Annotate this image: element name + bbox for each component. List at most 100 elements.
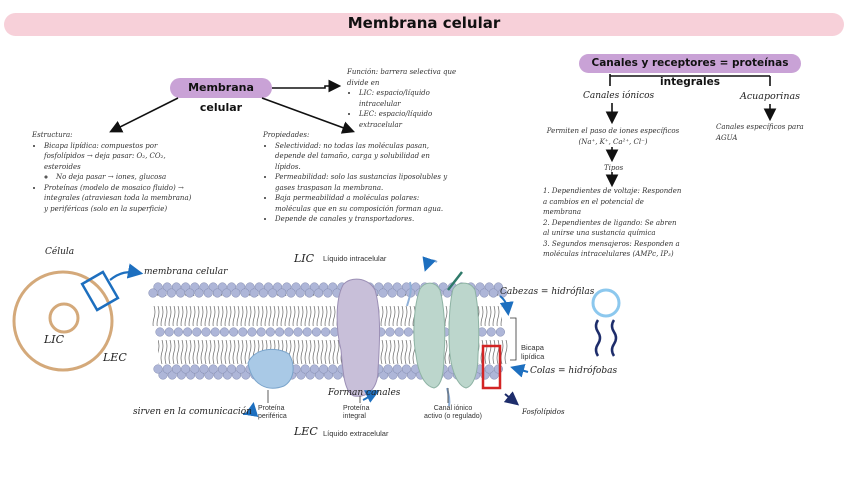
phospholipid-head bbox=[229, 327, 239, 337]
function-block: Función: barrera selectiva que divide en… bbox=[347, 67, 462, 130]
lec-sketch-label: LEC bbox=[103, 351, 127, 364]
structure-block: Estructura: Bicapa lipídica: compuestos … bbox=[32, 130, 197, 214]
phospholipid-head bbox=[385, 327, 395, 337]
cell-sketch bbox=[12, 263, 144, 372]
sketch-tail-left bbox=[594, 319, 602, 357]
phospholipid-head bbox=[171, 364, 181, 374]
channel-flow-arrow-top bbox=[422, 256, 438, 272]
structure-subitem: No deja pasar → iones, glucosa bbox=[56, 172, 197, 183]
structure-item-proteins: Proteínas (modelo de mosaico fluido) → i… bbox=[44, 183, 197, 215]
phospholipid-head bbox=[219, 327, 229, 337]
phospholipid-head bbox=[323, 288, 333, 298]
integral-protein-label: Proteína integral bbox=[343, 405, 370, 420]
phospholipid-head bbox=[265, 327, 275, 337]
membrane-sketch-label: membrana celular bbox=[144, 267, 228, 277]
integral-protein bbox=[336, 278, 381, 397]
type-item: 2. Dependientes de ligando: Se abren al … bbox=[543, 218, 677, 238]
type-item: 3. Segundos mensajeros: Responden a molé… bbox=[543, 239, 680, 259]
phospholipid-highlight bbox=[481, 344, 502, 390]
phospholipid-head bbox=[249, 288, 259, 298]
tails-label: Colas = hidrófobas bbox=[530, 366, 618, 376]
phospholipid-head bbox=[201, 327, 211, 337]
function-item-lec: LEC: espacio/líquido extracelular bbox=[359, 109, 462, 130]
heads-arrow bbox=[499, 295, 514, 316]
phospholipid-head bbox=[300, 364, 310, 374]
phospholipid-head bbox=[268, 288, 278, 298]
form-channels-label: Forman canales bbox=[328, 388, 401, 398]
leaders bbox=[267, 317, 517, 403]
bilayer-bracket bbox=[510, 317, 517, 361]
phospholipid-head bbox=[484, 364, 494, 374]
phospholipid-head bbox=[238, 327, 248, 337]
phospholipid-head bbox=[176, 288, 186, 298]
communication-label: sirven en la comunicación bbox=[133, 407, 252, 417]
types-block: 1. Dependientes de voltaje: Responden a … bbox=[543, 186, 683, 260]
channels-node: Canales y receptores = proteínas integra… bbox=[579, 54, 801, 88]
liquid-intra-label: Líquido intracelular bbox=[323, 254, 387, 263]
communication-arrow bbox=[242, 402, 259, 418]
phospholipid-head bbox=[284, 327, 294, 337]
concept-arrows bbox=[109, 74, 777, 188]
type-item: 1. Dependientes de voltaje: Responden a … bbox=[543, 187, 682, 216]
phospholipid-head bbox=[378, 288, 388, 298]
phospholipid-head bbox=[240, 288, 250, 298]
phospholipid-head bbox=[396, 288, 406, 298]
zoom-arrow bbox=[109, 263, 144, 281]
phospholipid-head bbox=[256, 327, 266, 337]
arrow-to-function bbox=[272, 79, 342, 93]
sketch-head bbox=[591, 288, 621, 318]
phospholipid-head bbox=[488, 288, 498, 298]
tails-arrow bbox=[510, 364, 529, 378]
phospholipid-head bbox=[190, 364, 200, 374]
arrow-to-structure bbox=[109, 97, 179, 133]
phospholipid-head bbox=[185, 288, 195, 298]
cell-label: Célula bbox=[45, 247, 75, 257]
phospholipid-head bbox=[309, 364, 319, 374]
phospholipid-head bbox=[166, 288, 176, 298]
phospholipid-head bbox=[493, 364, 503, 374]
ion-channels-label: Canales iónicos bbox=[583, 91, 655, 101]
phospholipid-head bbox=[247, 327, 257, 337]
phospholipid-head bbox=[162, 364, 172, 374]
phospholipid-head bbox=[148, 288, 158, 298]
channel-flow-arrow-bottom bbox=[446, 387, 451, 407]
phospholipid-head bbox=[212, 288, 222, 298]
phospholipid-head bbox=[486, 327, 496, 337]
function-text: Función: barrera selectiva que divide en bbox=[347, 68, 457, 87]
phospholipid-head bbox=[275, 327, 285, 337]
ion-channel-label: Canal iónico activo (o regulado) bbox=[424, 405, 482, 420]
phospholipid-head bbox=[311, 327, 321, 337]
phospholipids-label: Fosfolípidos bbox=[522, 408, 565, 416]
phospholipid-head bbox=[222, 288, 232, 298]
phospholipid-head bbox=[208, 364, 218, 374]
phospholipid-head bbox=[442, 288, 452, 298]
phospholipid-head bbox=[258, 288, 268, 298]
property-item: Depende de canales y transportadores. bbox=[275, 214, 448, 225]
forman-arrow bbox=[362, 390, 380, 403]
proteins bbox=[247, 256, 502, 407]
phospholipid-head bbox=[392, 364, 402, 374]
phospholipid-head bbox=[495, 327, 505, 337]
phospholipid-head bbox=[328, 364, 338, 374]
phospholipid-head bbox=[210, 327, 220, 337]
phospholipid-head bbox=[199, 364, 209, 374]
channel-flow-arrow-mid bbox=[406, 281, 412, 307]
phospholipid-head bbox=[401, 364, 411, 374]
phospholipid-head bbox=[173, 327, 183, 337]
phospholipid-head bbox=[181, 364, 191, 374]
properties-block: Propiedades: Selectividad: no todas las … bbox=[263, 130, 448, 225]
heads-label: Cabezas = hidrófilas bbox=[500, 287, 595, 297]
phospholipid-head bbox=[155, 327, 165, 337]
function-item-lic: LIC: espacio/líquido intracelular bbox=[359, 88, 462, 109]
phospholipid-head bbox=[157, 288, 167, 298]
lec-diagram-label: LEC bbox=[294, 425, 318, 438]
arrow-to-properties bbox=[261, 97, 356, 134]
properties-heading: Propiedades: bbox=[263, 131, 310, 139]
phospholipid-head bbox=[183, 327, 193, 337]
lic-diagram-label: LIC bbox=[294, 252, 315, 265]
phospholipid-head bbox=[383, 364, 393, 374]
liquid-extra-label: Líquido extracelular bbox=[323, 429, 389, 438]
phospholipid-head bbox=[286, 288, 296, 298]
cell-outer-ring bbox=[12, 270, 114, 372]
